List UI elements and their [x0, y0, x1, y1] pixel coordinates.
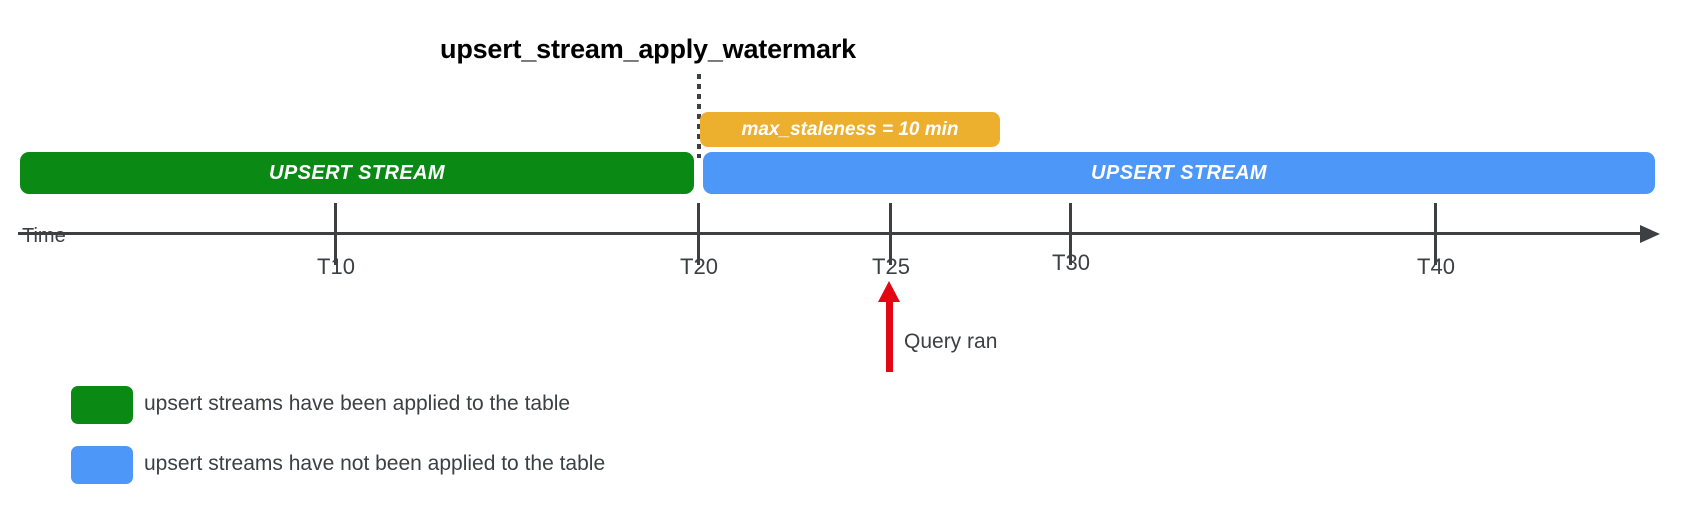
time-axis-label: Time	[22, 225, 66, 247]
query-ran-arrow-shaft	[886, 296, 893, 372]
upsert-stream-applied-bar: UPSERT STREAM	[20, 152, 694, 194]
axis-tick-t30	[1069, 203, 1072, 265]
axis-tick-label-t25: T25	[872, 254, 910, 279]
legend-label-applied: upsert streams have been applied to the …	[144, 392, 571, 415]
upsert-stream-unapplied-bar: UPSERT STREAM	[703, 152, 1655, 194]
time-axis-arrow-icon	[1640, 225, 1660, 243]
upsert-stream-applied-label: UPSERT STREAM	[269, 161, 445, 184]
axis-tick-t40	[1434, 203, 1437, 265]
watermark-dotted-line	[697, 74, 701, 158]
query-ran-arrow-icon	[878, 281, 900, 302]
page-title: upsert_stream_apply_watermark	[440, 34, 856, 64]
axis-tick-t10	[334, 203, 337, 265]
axis-tick-label-t20: T20	[680, 254, 718, 279]
axis-tick-t20	[697, 203, 700, 265]
legend-swatch-blue	[71, 446, 133, 484]
legend-label-unapplied: upsert streams have not been applied to …	[144, 452, 606, 475]
max-staleness-label: max_staleness = 10 min	[741, 118, 959, 140]
max-staleness-bar: max_staleness = 10 min	[700, 112, 1000, 147]
axis-tick-label-t40: T40	[1417, 254, 1455, 279]
legend-swatch-green	[71, 386, 133, 424]
upsert-stream-unapplied-label: UPSERT STREAM	[1091, 161, 1267, 184]
time-axis	[18, 232, 1646, 235]
axis-tick-label-t30: T30	[1052, 250, 1090, 275]
axis-tick-label-t10: T10	[317, 254, 355, 279]
query-ran-label: Query ran	[904, 330, 998, 353]
axis-tick-t25	[889, 203, 892, 265]
